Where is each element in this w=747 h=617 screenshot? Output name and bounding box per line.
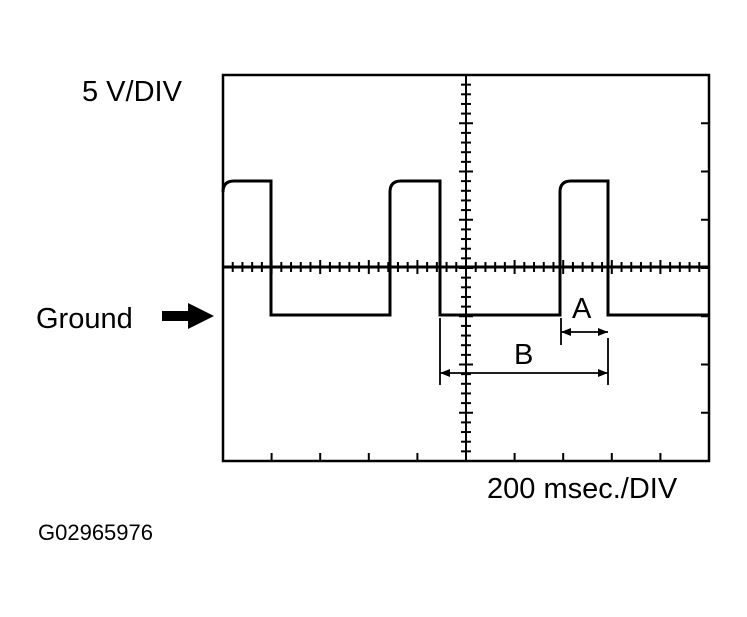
figure-id: G02965976 [38, 520, 153, 545]
marker-b-label: B [514, 339, 533, 371]
volts-per-div-label: 5 V/DIV [82, 76, 182, 108]
dimension-a [560, 318, 608, 345]
time-per-div-label: 200 msec./DIV [487, 473, 678, 505]
waveform-trace [221, 179, 709, 317]
dimension-b [439, 318, 609, 385]
graticule-ticks [222, 74, 710, 462]
ground-label: Ground [36, 303, 133, 335]
marker-a-label: A [572, 293, 592, 325]
right-arrow-icon [162, 303, 214, 329]
